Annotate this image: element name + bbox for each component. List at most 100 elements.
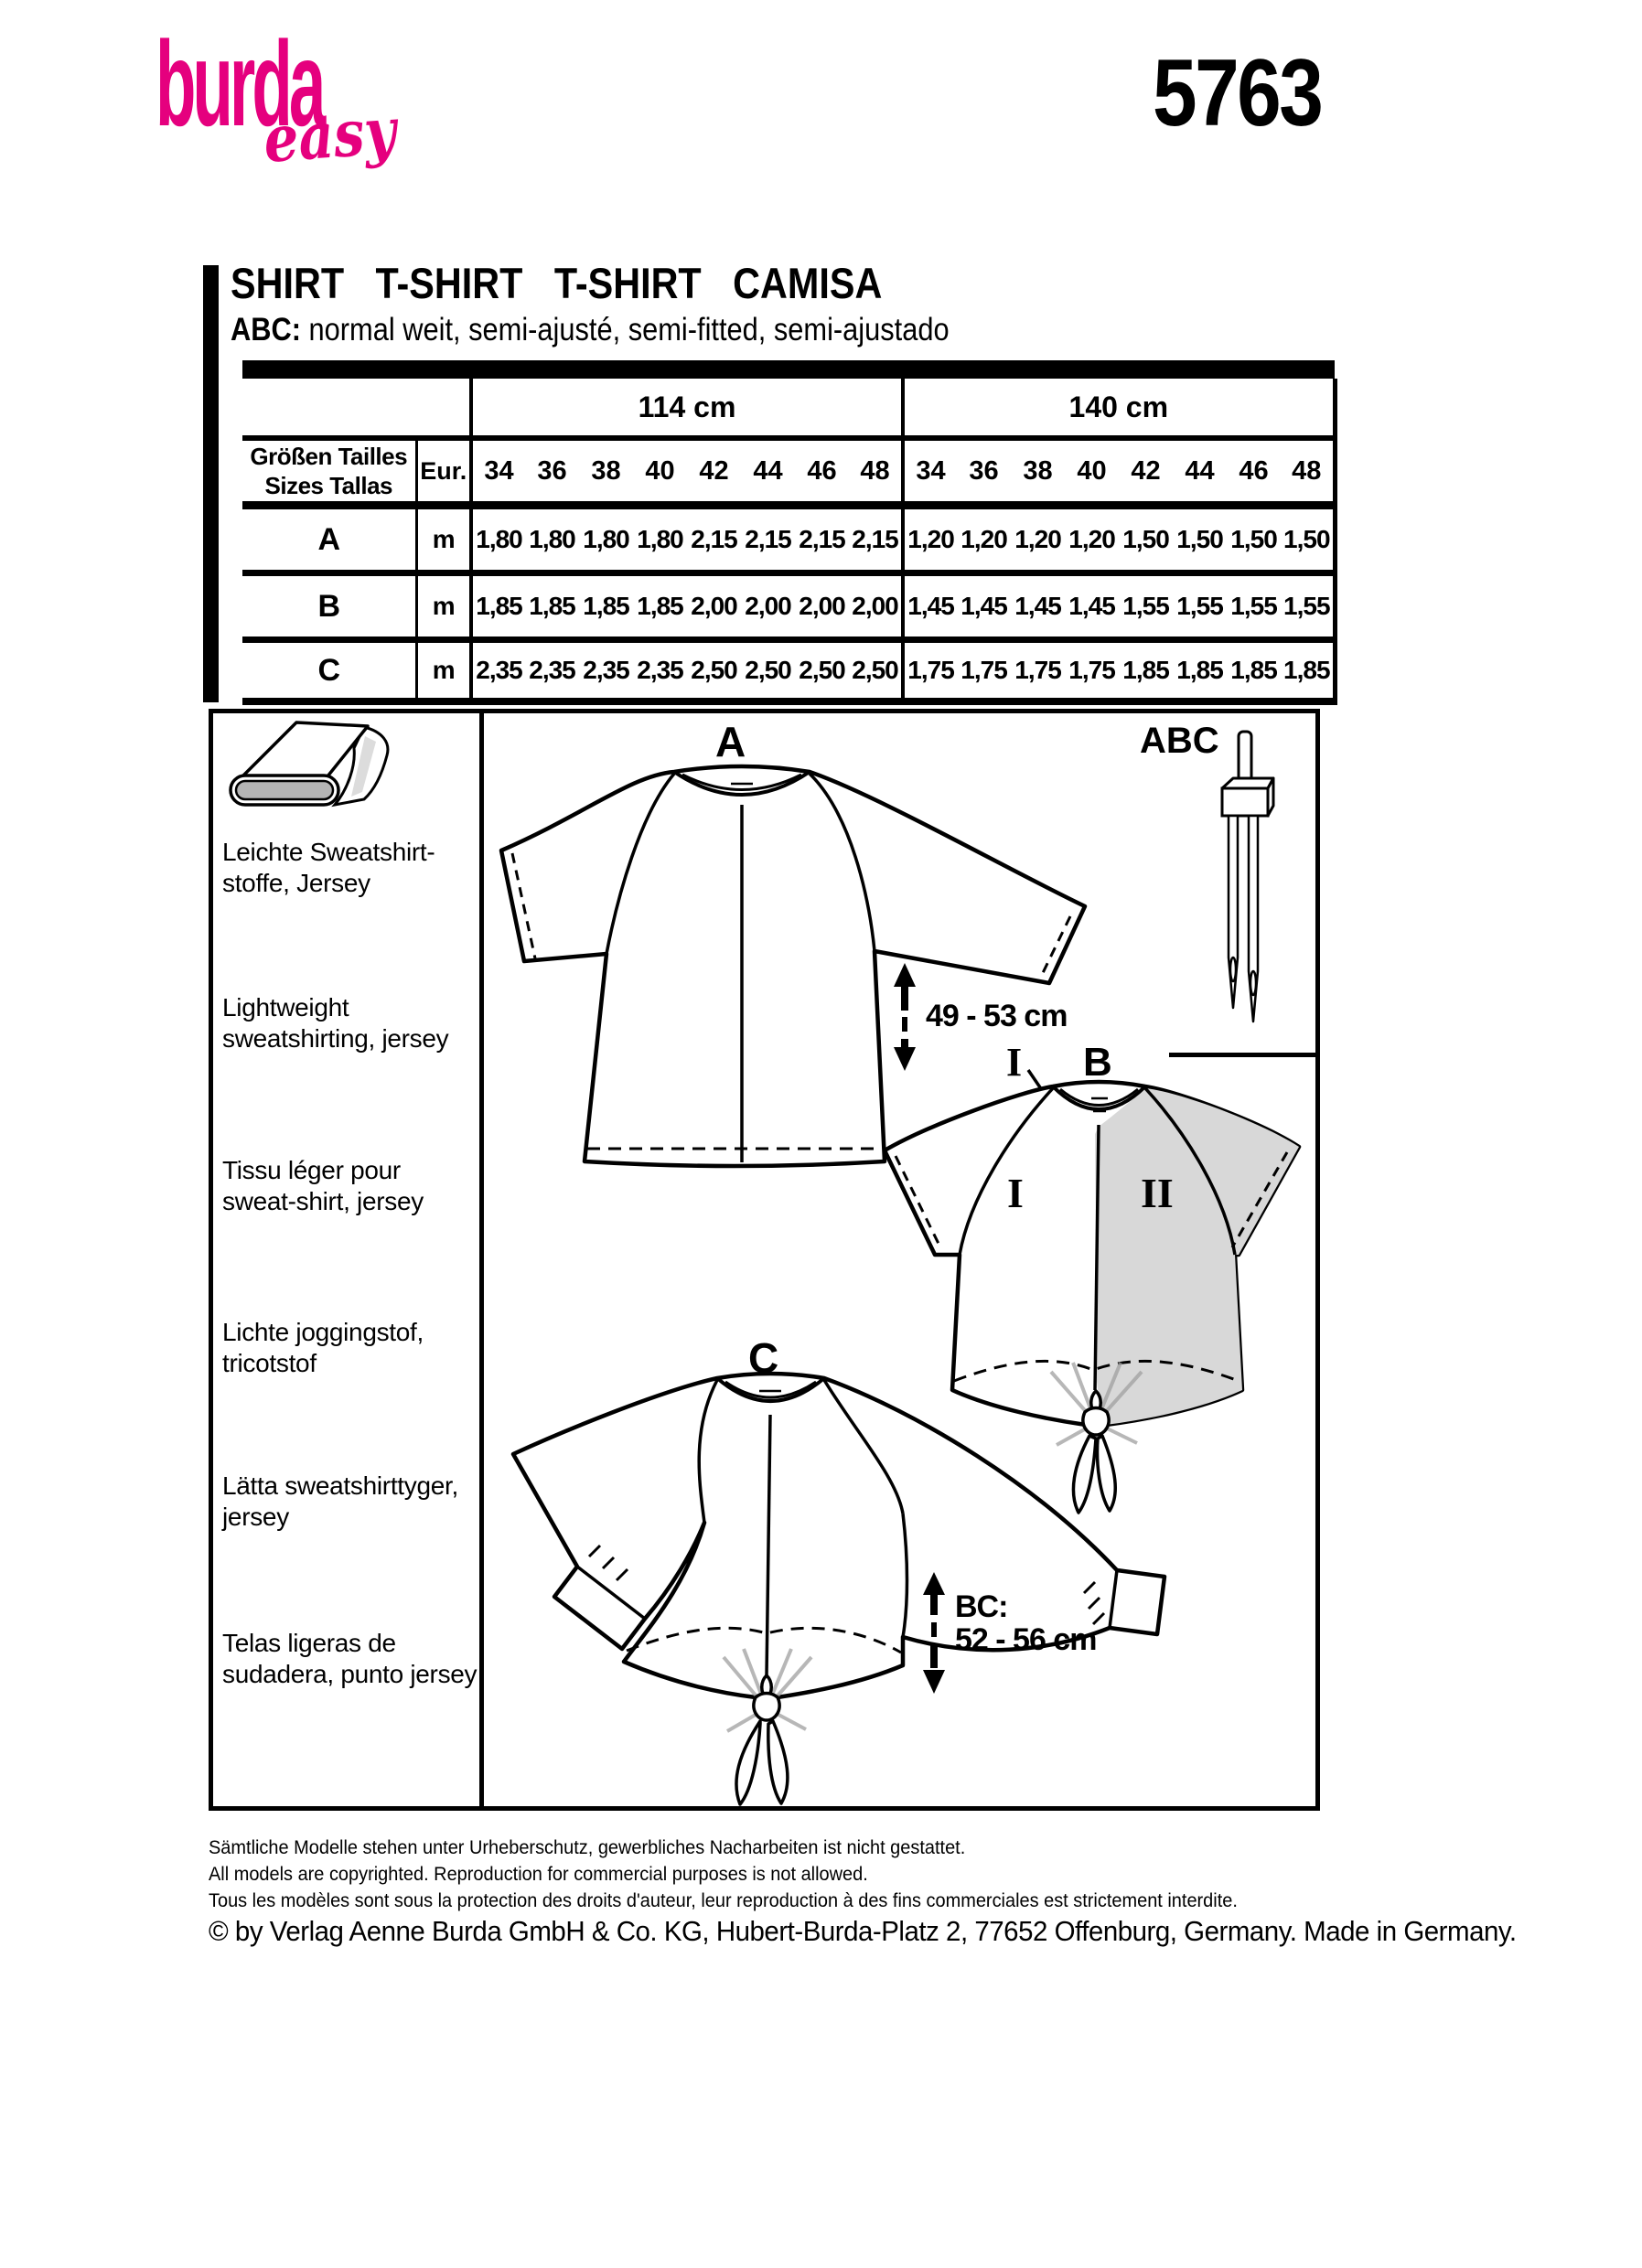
views-abc-label: ABC [1140, 721, 1219, 761]
size-col: 36 [525, 438, 579, 509]
size-col: 46 [795, 438, 849, 509]
page-title: SHIRT T-SHIRT T-SHIRT CAMISA [231, 262, 971, 305]
yardage-table: 114 cm 140 cm Größen Tailles Sizes Talla… [242, 379, 1337, 705]
legal-line-en: All models are copyrighted. Reproduction… [209, 1864, 868, 1885]
illustration-box [209, 709, 1320, 1811]
length-arrow-a-icon [894, 963, 916, 1071]
fabric-info-fr: Tissu léger pour sweat-shirt, jersey [222, 1156, 424, 1215]
yardage-cell: 1,45 [1065, 572, 1120, 643]
table-row-width-headers: 114 cm 140 cm [242, 379, 1337, 441]
fabric-info-de: Leichte Sweatshirt- stoffe, Jersey [222, 838, 435, 897]
yardage-cell: 2,15 [849, 505, 904, 576]
unit-cell: m [414, 505, 471, 576]
size-col: 40 [633, 438, 687, 509]
width-header-140: 140 cm [901, 379, 1337, 441]
garment-a-drawing [499, 764, 1088, 1169]
yardage-cell: 2,35 [469, 639, 525, 705]
section-rule [1169, 1053, 1315, 1057]
size-col: 38 [1011, 438, 1066, 509]
garment-c-drawing [510, 1371, 1167, 1806]
yardage-cell: 1,20 [901, 505, 958, 576]
yardage-cell: 1,75 [901, 639, 958, 705]
fabric-info-nl: Lichte joggingstof, tricotstof [222, 1318, 424, 1377]
yardage-cell: 1,80 [525, 505, 579, 576]
yardage-cell: 2,35 [525, 639, 579, 705]
view-a-label: A [715, 718, 746, 765]
size-col: 34 [901, 438, 958, 509]
sidebar-divider [479, 711, 484, 1808]
table-row-sizes: Größen Tailles Sizes Tallas Eur. 34 36 3… [242, 438, 1337, 509]
yardage-cell: 2,00 [741, 572, 795, 643]
size-col: 42 [687, 438, 741, 509]
yardage-cell: 1,85 [525, 572, 579, 643]
size-col: 44 [1173, 438, 1228, 509]
brand-logo-easy: easy [261, 91, 399, 177]
yardage-cell: 2,50 [849, 639, 904, 705]
size-col: 48 [1281, 438, 1337, 509]
pattern-number: 5763 [1153, 40, 1324, 146]
title-accent-bar [203, 265, 219, 702]
yardage-cell: 1,85 [633, 572, 687, 643]
fabric-i-pointer-label: I [1006, 1040, 1023, 1085]
table-corner-cell [242, 379, 471, 441]
yardage-cell: 1,55 [1173, 572, 1228, 643]
view-label: C [242, 639, 416, 705]
yardage-cell: 2,35 [633, 639, 687, 705]
yardage-cell: 2,00 [687, 572, 741, 643]
yardage-cell: 1,55 [1119, 572, 1174, 643]
yardage-cell: 1,20 [957, 505, 1012, 576]
length-arrow-bc-icon [923, 1572, 945, 1694]
yardage-cell: 2,15 [795, 505, 849, 576]
yardage-cell: 1,45 [957, 572, 1012, 643]
table-top-bar [242, 360, 1335, 379]
size-col: 42 [1119, 438, 1174, 509]
garment-b-drawing: I II [882, 1079, 1302, 1514]
sizes-label: Größen Tailles Sizes Tallas [250, 442, 408, 500]
yardage-cell: 1,80 [469, 505, 525, 576]
tie-knot [1071, 1389, 1118, 1514]
yardage-cell: 1,50 [1173, 505, 1228, 576]
fabric-bolt-icon [229, 721, 390, 808]
yardage-cell: 2,15 [687, 505, 741, 576]
unit-cell: m [414, 572, 471, 643]
yardage-cell: 2,15 [741, 505, 795, 576]
yardage-cell: 1,85 [1227, 639, 1282, 705]
legal-line-de: Sämtliche Modelle stehen unter Urhebersc… [209, 1837, 966, 1858]
yardage-cell: 1,80 [633, 505, 687, 576]
fabric-info-en: Lightweight sweatshirting, jersey [222, 993, 449, 1053]
yardage-cell: 2,50 [687, 639, 741, 705]
size-col: 40 [1065, 438, 1120, 509]
size-col: 38 [579, 438, 633, 509]
views-label: ABC: [231, 312, 301, 348]
yardage-cell: 1,75 [957, 639, 1012, 705]
yardage-cell: 1,80 [579, 505, 633, 576]
yardage-cell: 1,50 [1119, 505, 1174, 576]
size-col: 46 [1227, 438, 1282, 509]
yardage-cell: 1,50 [1281, 505, 1337, 576]
yardage-cell: 1,20 [1065, 505, 1120, 576]
eur-label: Eur. [414, 438, 471, 509]
size-col: 48 [849, 438, 904, 509]
tie-knot [735, 1674, 789, 1806]
fabric-info-es: Telas ligeras de sudadera, punto jersey [222, 1629, 478, 1688]
yardage-cell: 1,85 [1281, 639, 1337, 705]
width-header-114: 114 cm [468, 379, 904, 441]
view-b-label: B [1083, 1040, 1112, 1085]
table-row-view-b: B m 1,85 1,85 1,85 1,85 2,00 2,00 2,00 2… [242, 572, 1337, 643]
page-title-text: SHIRT T-SHIRT T-SHIRT CAMISA [231, 259, 883, 307]
yardage-cell: 1,85 [469, 572, 525, 643]
yardage-cell: 1,50 [1227, 505, 1282, 576]
measure-bc-value: 52 - 56 cm [955, 1622, 1097, 1657]
table-row-view-c: C m 2,35 2,35 2,35 2,35 2,50 2,50 2,50 2… [242, 639, 1337, 705]
yardage-cell: 1,55 [1227, 572, 1282, 643]
fit-text: normal weit, semi-ajusté, semi-fitted, s… [300, 312, 950, 348]
view-label: B [242, 572, 416, 643]
yardage-cell: 1,85 [1119, 639, 1174, 705]
fabric-ii-shaded-area [1095, 1088, 1299, 1425]
legal-line-fr: Tous les modèles sont sous la protection… [209, 1890, 1238, 1911]
yardage-cell: 2,00 [795, 572, 849, 643]
measure-bc-label: BC: [955, 1589, 1008, 1624]
yardage-cell: 1,85 [1173, 639, 1228, 705]
view-label: A [242, 505, 416, 576]
